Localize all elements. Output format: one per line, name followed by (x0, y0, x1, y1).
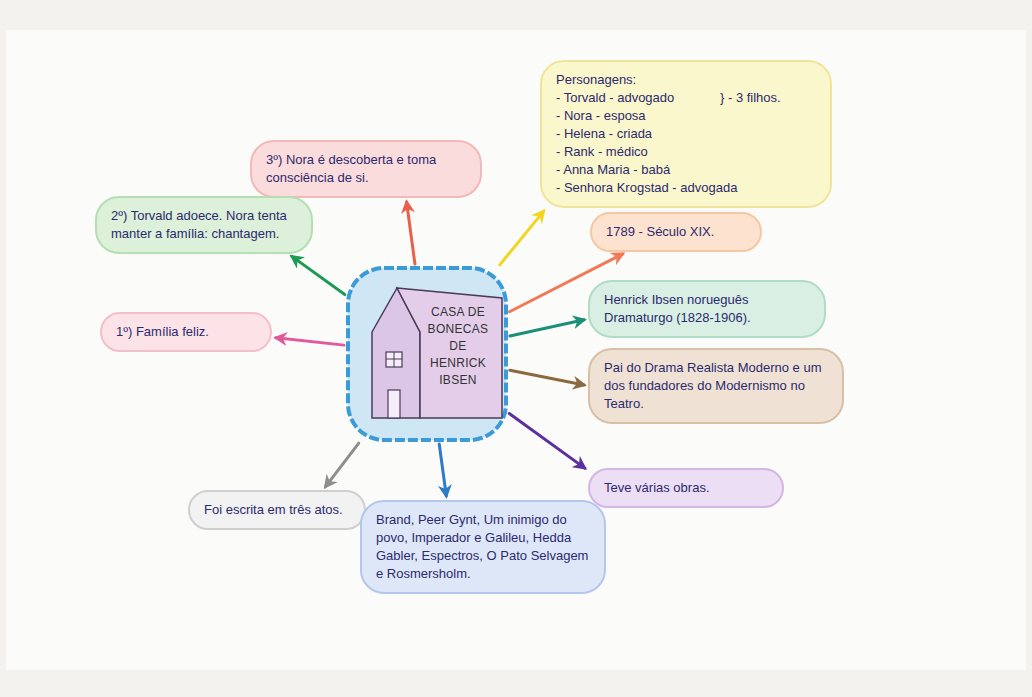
plot-step-box: 3º) Nora é descoberta e toma consciência… (250, 140, 482, 198)
body-text: - Nora - esposa (556, 107, 816, 125)
body-text: } - 3 filhos. (720, 89, 781, 107)
body-text: Brand, Peer Gynt, Um inimigo do povo, Im… (376, 511, 590, 583)
works-box: Teve várias obras. (588, 468, 784, 508)
body-text: Teve várias obras. (604, 479, 768, 497)
works-list-box: Brand, Peer Gynt, Um inimigo do povo, Im… (360, 500, 606, 594)
central-title: CASA DE BONECAS DE HENRICK IBSEN (348, 268, 506, 440)
body-text: Pai do Drama Realista Moderno e um dos f… (604, 359, 828, 413)
body-text: 3º) Nora é descoberta e toma consciência… (266, 151, 466, 187)
plot-step-box: 2º) Torvald adoece. Nora tenta manter a … (95, 196, 313, 254)
acts-box: Foi escrita em três atos. (188, 490, 366, 530)
date-box: 1789 - Século XIX. (590, 212, 762, 252)
arrow-connector (439, 444, 446, 496)
body-text: 1789 - Século XIX. (606, 223, 746, 241)
arrow-connector (510, 370, 584, 385)
arrow-connector (510, 320, 584, 336)
arrow-connector (500, 211, 544, 265)
arrow-connector (276, 338, 344, 345)
title-text: CASA DE BONECAS DE HENRICK IBSEN (422, 304, 494, 389)
body-text: - Rank - médico (556, 143, 816, 161)
arrow-connector (292, 256, 345, 294)
arrow-connector (509, 413, 585, 468)
body-text: - Anna Maria - babá (556, 161, 816, 179)
body-text: 1º) Família feliz. (116, 323, 256, 341)
author-box: Henrick Ibsen norueguês Dramaturgo (1828… (588, 280, 826, 338)
body-text: - Helena - criada (556, 125, 816, 143)
body-text: Foi escrita em três atos. (204, 501, 350, 519)
body-text: - Senhora Krogstad - advogada (556, 179, 816, 197)
author-note-box: Pai do Drama Realista Moderno e um dos f… (588, 348, 844, 424)
arrow-connector (407, 202, 415, 264)
heading-text: Personagens: (556, 71, 816, 89)
arrow-connector (325, 443, 358, 487)
body-text: Henrick Ibsen norueguês Dramaturgo (1828… (604, 291, 810, 327)
body-text: 2º) Torvald adoece. Nora tenta manter a … (111, 207, 297, 243)
plot-step-box: 1º) Família feliz. (100, 312, 272, 352)
characters-box: Personagens:- Torvald - advogado- Nora -… (540, 60, 832, 208)
